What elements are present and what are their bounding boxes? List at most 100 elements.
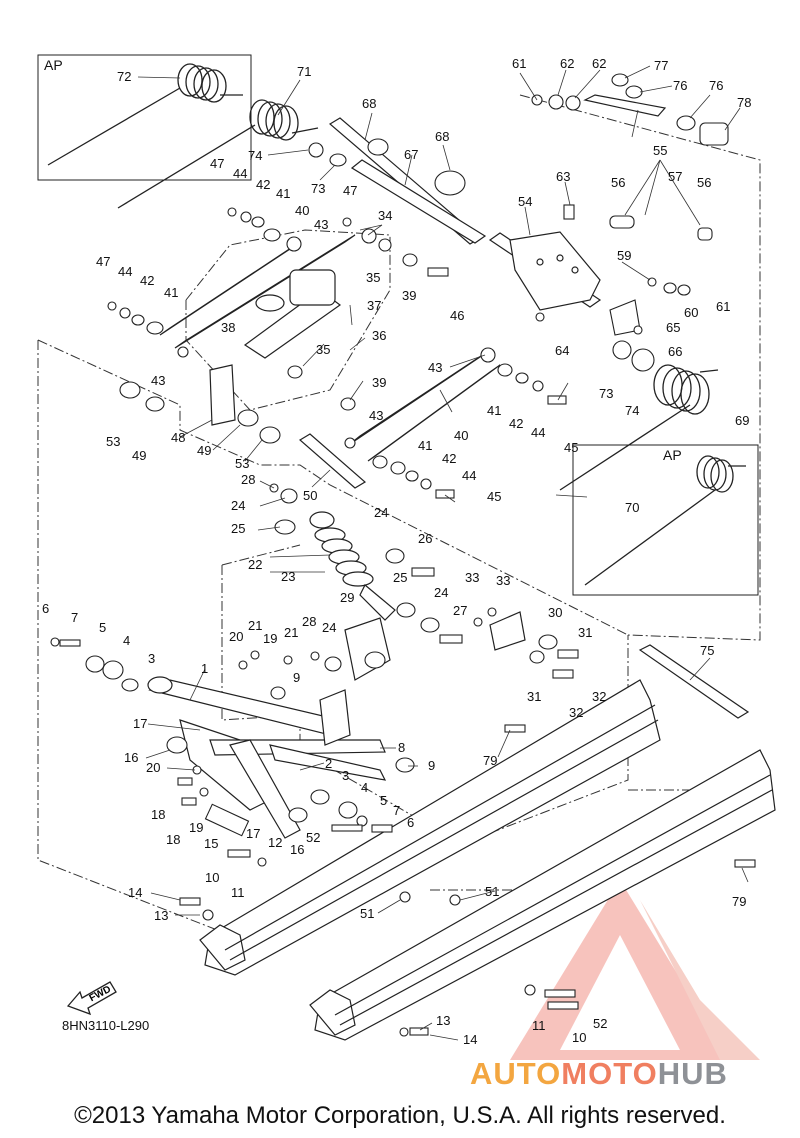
bracket-48 xyxy=(209,364,236,426)
callout-71: 71 xyxy=(297,64,311,79)
callout-42c: 42 xyxy=(509,416,523,431)
callout-44a: 44 xyxy=(233,166,247,181)
callout-13b: 13 xyxy=(436,1013,450,1028)
callout-31a: 31 xyxy=(578,625,592,640)
callout-39b: 39 xyxy=(372,375,386,390)
callout-25b: 25 xyxy=(393,570,407,585)
callout-13a: 13 xyxy=(154,908,168,923)
callout-28b: 28 xyxy=(302,614,316,629)
small-hardware xyxy=(50,73,756,1037)
callout-8: 8 xyxy=(398,740,405,755)
callout-9b: 9 xyxy=(428,758,435,773)
callout-29: 29 xyxy=(340,590,354,605)
callout-25a: 25 xyxy=(231,521,245,536)
callout-5b: 5 xyxy=(380,793,387,808)
callout-40b: 40 xyxy=(454,428,468,443)
bracket-29 xyxy=(344,617,391,681)
callout-74b: 74 xyxy=(625,403,639,418)
callout-52a: 52 xyxy=(306,830,320,845)
callout-41d: 41 xyxy=(418,438,432,453)
callout-69: 69 xyxy=(735,413,749,428)
callout-44b: 44 xyxy=(118,264,132,279)
callout-33a: 33 xyxy=(465,570,479,585)
callout-51b: 51 xyxy=(485,884,499,899)
callout-11b: 11 xyxy=(532,1018,546,1033)
fwd-arrow-icon: FWD xyxy=(66,981,117,1016)
callout-43c: 43 xyxy=(428,360,442,375)
callout-48: 48 xyxy=(171,430,185,445)
callout-35a: 35 xyxy=(366,270,380,285)
callout-19b: 19 xyxy=(189,820,203,835)
callout-27: 27 xyxy=(453,603,467,618)
callout-17a: 17 xyxy=(133,716,147,731)
callout-53a: 53 xyxy=(106,434,120,449)
watermark-part-1: AUTO xyxy=(470,1056,562,1091)
callout-28a: 28 xyxy=(241,472,255,487)
callout-9a: 9 xyxy=(293,670,300,685)
drawing-code: 8HN3110-L290 xyxy=(62,1018,150,1033)
callout-76b: 76 xyxy=(709,78,723,93)
callout-45b: 45 xyxy=(487,489,501,504)
callout-39a: 39 xyxy=(402,288,416,303)
torsion-spring-71 xyxy=(117,99,319,209)
callout-3a: 3 xyxy=(148,651,155,666)
callout-32a: 32 xyxy=(592,689,606,704)
bracket-30 xyxy=(489,611,526,651)
callout-47c: 47 xyxy=(96,254,110,269)
callout-2: 2 xyxy=(325,756,332,771)
watermark-part-3: HUB xyxy=(657,1056,728,1091)
callout-17b: 17 xyxy=(246,826,260,841)
callout-55: 55 xyxy=(653,143,667,158)
callout-49b: 49 xyxy=(197,443,211,458)
torsion-spring-72 xyxy=(47,63,243,166)
callout-78: 78 xyxy=(737,95,751,110)
callout-59: 59 xyxy=(617,248,631,263)
callout-43a: 43 xyxy=(314,217,328,232)
callout-1: 1 xyxy=(201,661,208,676)
callout-11a: 11 xyxy=(231,885,245,900)
callout-14b: 14 xyxy=(463,1032,477,1047)
leader-lines xyxy=(137,65,749,1041)
callout-16b: 16 xyxy=(290,842,304,857)
callout-73a: 73 xyxy=(311,181,325,196)
callout-6a: 6 xyxy=(42,601,49,616)
callout-60: 60 xyxy=(684,305,698,320)
callout-41c: 41 xyxy=(487,403,501,418)
assembly-frames xyxy=(37,94,761,936)
callout-50: 50 xyxy=(303,488,317,503)
callout-26: 26 xyxy=(418,531,432,546)
callout-76a: 76 xyxy=(673,78,687,93)
callout-18a: 18 xyxy=(151,807,165,822)
inset-label-ap-right: AP xyxy=(663,447,682,463)
watermark-text: AUTOMOTOHUB xyxy=(470,1056,728,1092)
callout-57: 57 xyxy=(668,169,682,184)
callout-20a: 20 xyxy=(229,629,243,644)
callout-36: 36 xyxy=(372,328,386,343)
callout-34: 34 xyxy=(378,208,392,223)
callout-44c: 44 xyxy=(531,425,545,440)
callout-6b: 6 xyxy=(407,815,414,830)
ap-inset-top xyxy=(37,54,252,181)
callout-74a: 74 xyxy=(248,148,262,163)
ap-inset-right xyxy=(572,444,759,596)
callout-22: 22 xyxy=(248,557,262,572)
callout-61b: 61 xyxy=(716,299,730,314)
inset-label-ap-top: AP xyxy=(44,57,63,73)
callout-47b: 47 xyxy=(343,183,357,198)
callout-10b: 10 xyxy=(572,1030,586,1045)
callout-42b: 42 xyxy=(140,273,154,288)
callout-63: 63 xyxy=(556,169,570,184)
callout-15: 15 xyxy=(204,836,218,851)
callout-14a: 14 xyxy=(128,885,142,900)
callout-32b: 32 xyxy=(569,705,583,720)
callout-41b: 41 xyxy=(164,285,178,300)
callout-24c: 24 xyxy=(434,585,448,600)
callout-38: 38 xyxy=(221,320,235,335)
callout-56b: 56 xyxy=(697,175,711,190)
slide-rail-right xyxy=(309,749,776,1041)
callout-77: 77 xyxy=(654,58,668,73)
callout-24d: 24 xyxy=(322,620,336,635)
callout-45a: 45 xyxy=(564,440,578,455)
callout-79b: 79 xyxy=(732,894,746,909)
shock-absorber-22 xyxy=(309,511,396,621)
